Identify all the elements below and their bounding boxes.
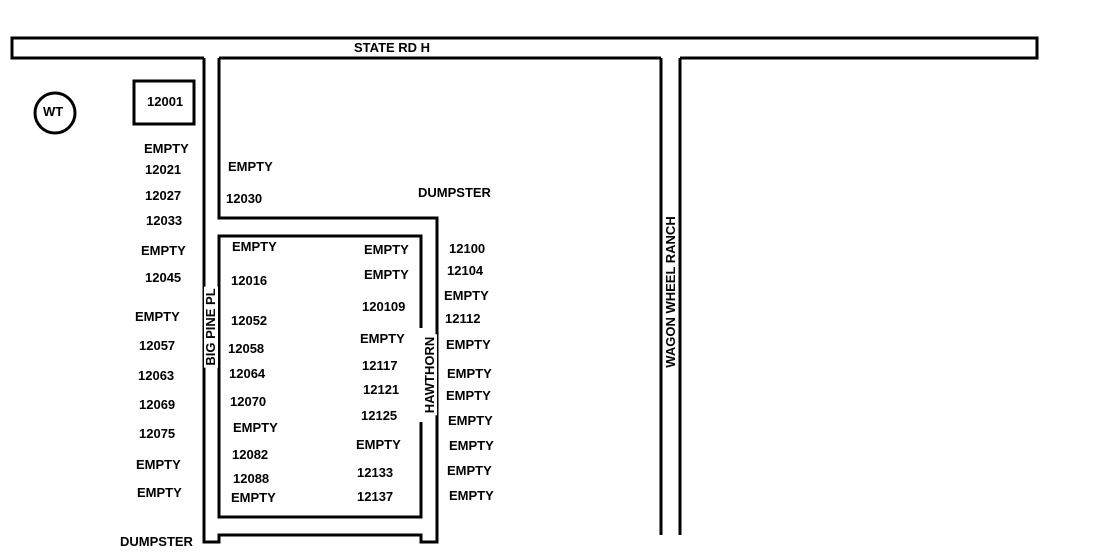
empty-lot-label: EMPTY [364, 242, 409, 257]
road-label-wagon-wheel-ranch: WAGON WHEEL RANCH [663, 214, 678, 370]
lot-label-12133: 12133 [357, 465, 394, 480]
empty-lot-label: EMPTY [446, 337, 491, 352]
empty-lot-label: EMPTY [135, 309, 180, 324]
lot-label-12045: 12045 [145, 270, 182, 285]
state-rd-h-outline [10, 36, 1039, 60]
lot-label-12052: 12052 [231, 313, 268, 328]
lot-label-12063: 12063 [138, 368, 175, 383]
lot-label-12100: 12100 [449, 241, 486, 256]
lot-label-12069: 12069 [139, 397, 176, 412]
dumpster-label-bottom: DUMPSTER [120, 534, 193, 549]
lot-label-12027: 12027 [145, 188, 182, 203]
wagon-wheel-ranch-edges [659, 58, 682, 535]
lot-12001-box [132, 79, 196, 126]
empty-lot-label: EMPTY [448, 413, 493, 428]
empty-lot-label: EMPTY [232, 239, 277, 254]
empty-lot-label: EMPTY [144, 141, 189, 156]
lot-label-12057: 12057 [139, 338, 176, 353]
lot-label-12104: 12104 [447, 263, 484, 278]
lot-label-12075: 12075 [139, 426, 176, 441]
empty-lot-label: EMPTY [449, 438, 494, 453]
big-pine-west-edge [202, 58, 439, 544]
lot-label-12064: 12064 [229, 366, 266, 381]
empty-lot-label: EMPTY [137, 485, 182, 500]
lot-label-12030: 12030 [226, 191, 263, 206]
empty-lot-label: EMPTY [356, 437, 401, 452]
empty-lot-label: EMPTY [360, 331, 405, 346]
empty-lot-label: EMPTY [446, 388, 491, 403]
lot-label-12117: 12117 [362, 358, 398, 373]
lot-label-12001: 12001 [147, 94, 184, 109]
empty-lot-label: EMPTY [233, 420, 278, 435]
lot-label-12121: 12121 [363, 382, 400, 397]
lot-label-12070: 12070 [230, 394, 267, 409]
empty-lot-label: EMPTY [141, 243, 186, 258]
dumpster-label-upper: DUMPSTER [418, 185, 491, 200]
lot-label-12016: 12016 [231, 273, 268, 288]
lot-label-12088: 12088 [233, 471, 270, 486]
lot-label-120109: 120109 [362, 299, 406, 314]
lot-label-12058: 12058 [228, 341, 265, 356]
inner-block-outline [217, 234, 423, 519]
empty-lot-label: EMPTY [228, 159, 273, 174]
road-label-hawthorn: HAWTHORN [422, 334, 437, 416]
lot-label-12082: 12082 [232, 447, 269, 462]
lot-label-12033: 12033 [146, 213, 183, 228]
empty-lot-label: EMPTY [231, 490, 276, 505]
road-label-big-pine: BIG PINE PL [203, 286, 218, 368]
empty-lot-label: EMPTY [447, 463, 492, 478]
lot-label-12137: 12137 [357, 489, 394, 504]
road-label-state-rd-h: STATE RD H [354, 40, 431, 55]
empty-lot-label: EMPTY [444, 288, 489, 303]
water-tower-label: WT [43, 104, 64, 119]
empty-lot-label: EMPTY [364, 267, 409, 282]
lot-label-12021: 12021 [145, 162, 182, 177]
water-tower-circle [33, 91, 77, 135]
lot-label-12112: 12112 [445, 311, 481, 326]
lot-label-12125: 12125 [361, 408, 398, 423]
empty-lot-label: EMPTY [449, 488, 494, 503]
empty-lot-label: EMPTY [447, 366, 492, 381]
empty-lot-label: EMPTY [136, 457, 181, 472]
